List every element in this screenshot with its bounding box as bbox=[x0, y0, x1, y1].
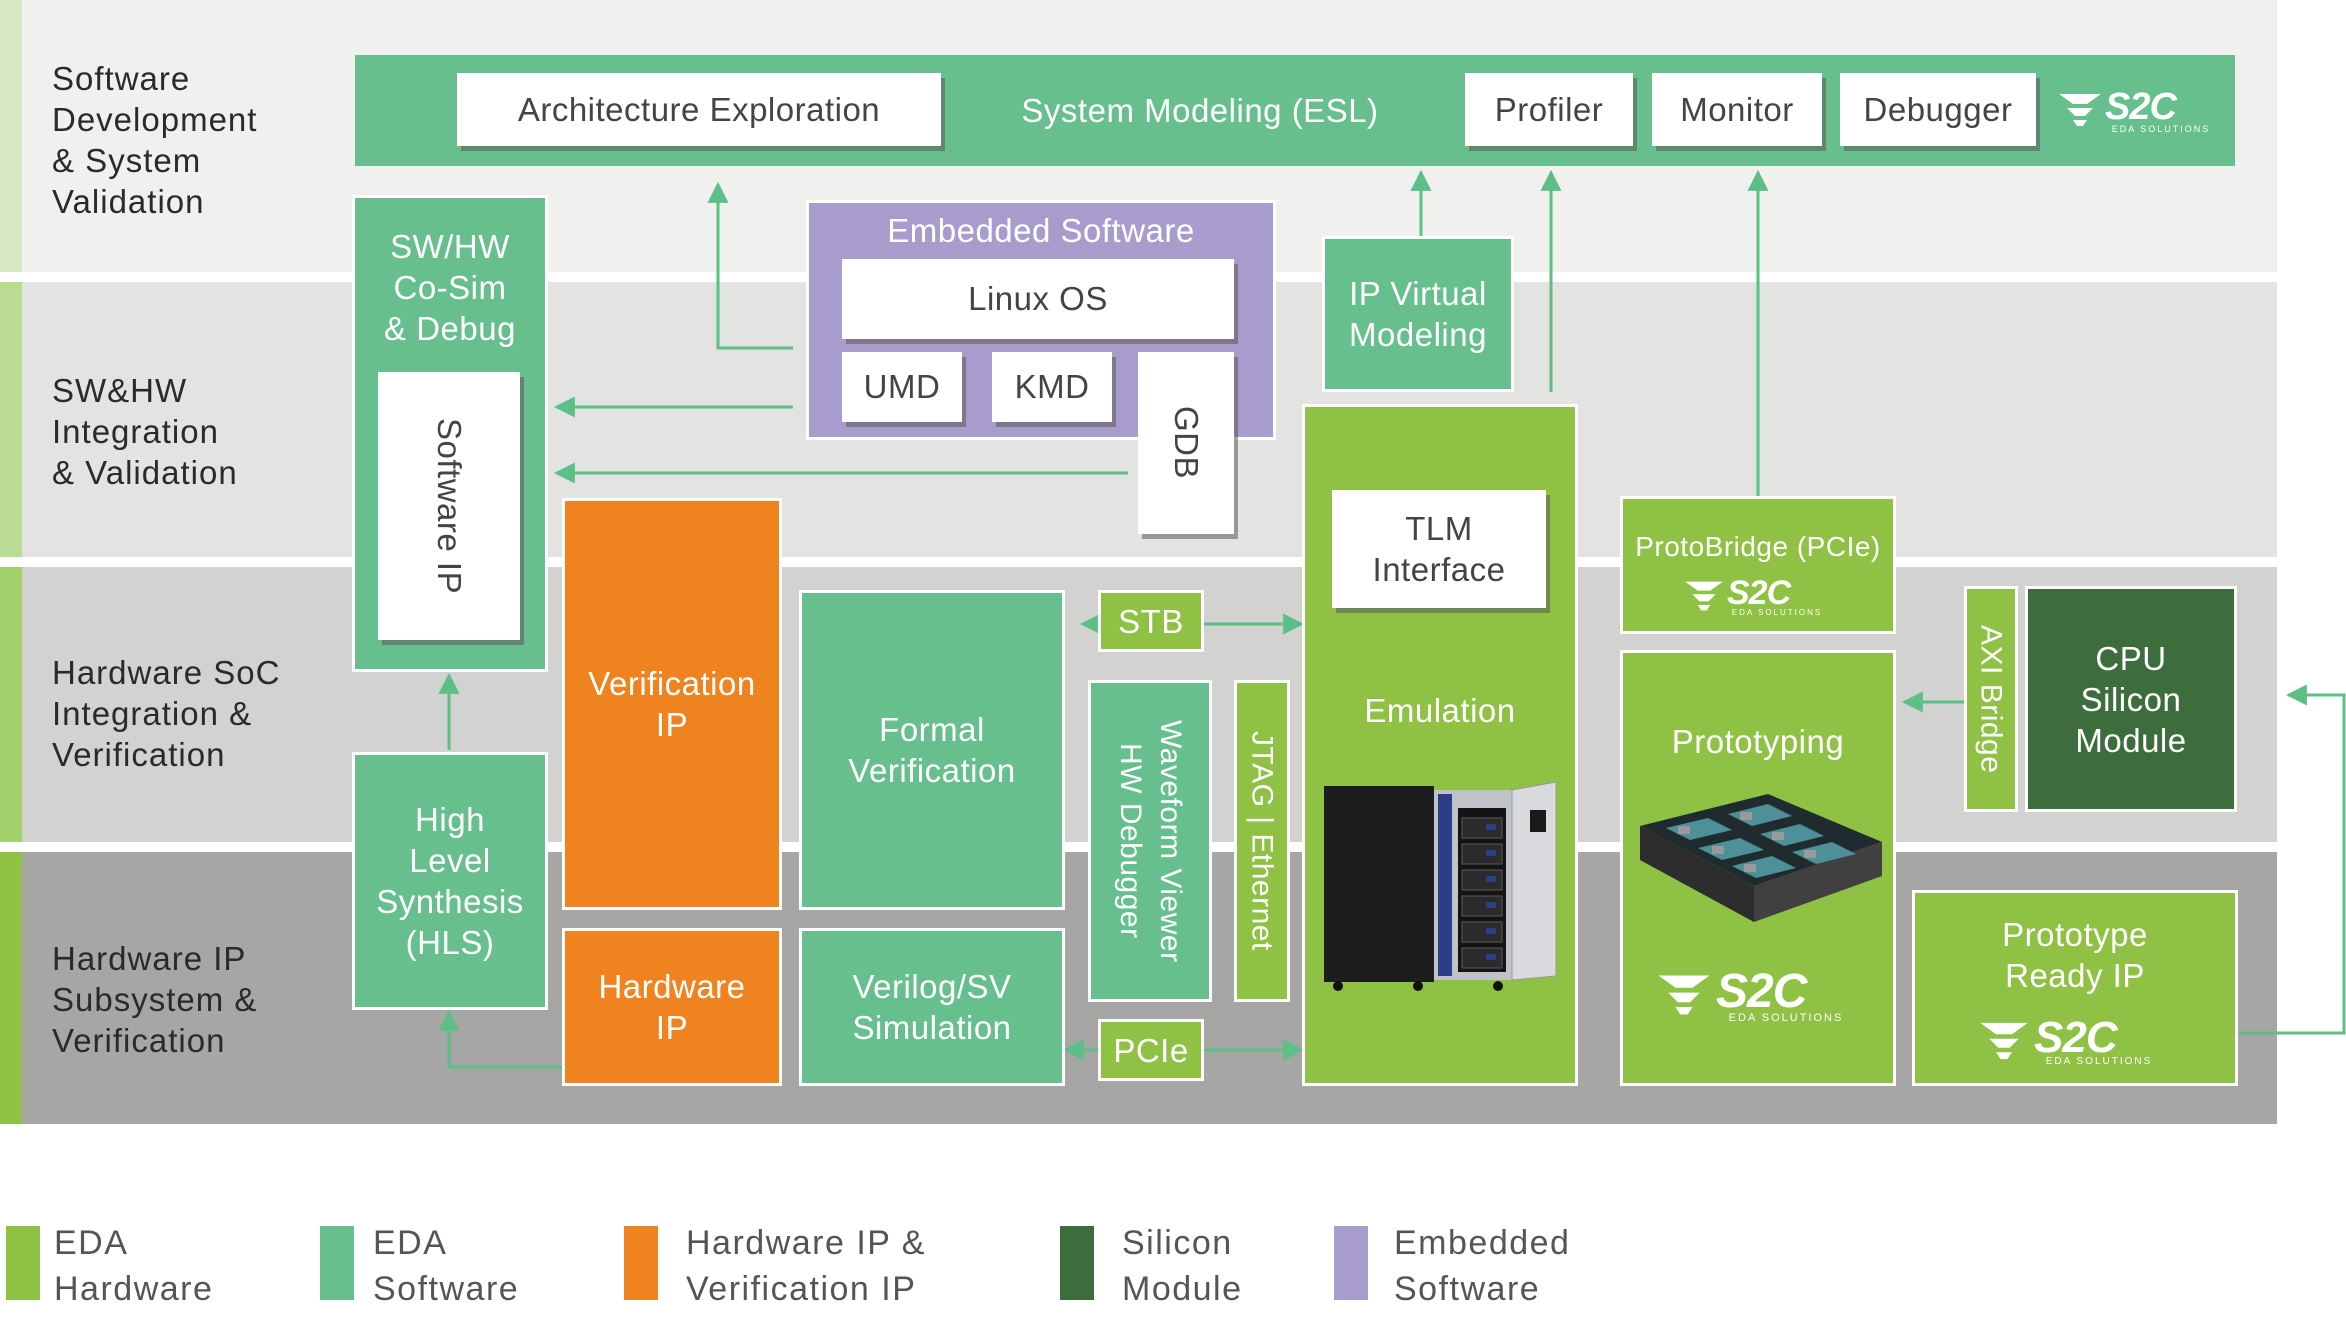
emulator-hardware-image bbox=[1324, 781, 1557, 991]
prototype-ready-ip-box bbox=[1912, 890, 2238, 1086]
band-label-hardware-soc: Hardware SoC Integration & Verification bbox=[52, 654, 281, 773]
legend-label-embedded-software: Embedded Software bbox=[1394, 1224, 1571, 1308]
s2c-logo-tagline: EDA SOLUTIONS bbox=[1728, 1012, 1844, 1024]
legend-swatch-embedded-software bbox=[1334, 1226, 1368, 1300]
arrow-embedded-to-architecture bbox=[707, 181, 793, 350]
s2c-logo-mark bbox=[2059, 94, 2101, 126]
prototype-ready-ip-label: Prototype Ready IP bbox=[2002, 916, 2148, 994]
prototyping-label: Prototyping bbox=[1671, 722, 1845, 760]
band-accent bbox=[0, 567, 22, 842]
stb-box: STB bbox=[1098, 590, 1204, 652]
profiler-box[interactable]: Profiler bbox=[1465, 73, 1633, 146]
software-ip-box[interactable]: Software IP bbox=[378, 372, 520, 640]
band-label-hardware-ip: Hardware IP Subsystem & Verification bbox=[52, 940, 258, 1059]
legend-swatch-silicon-module bbox=[1060, 1226, 1094, 1300]
legend-swatch-eda-hardware bbox=[6, 1226, 40, 1300]
protobridge-box bbox=[1620, 496, 1896, 634]
ip-virtual-modeling-box: IP Virtual Modeling bbox=[1322, 236, 1514, 392]
hardware-ip-box: Hardware IP bbox=[562, 928, 782, 1086]
s2c-logo: S2C EDA SOLUTIONS bbox=[1656, 968, 1866, 1026]
s2c-logo-mark bbox=[1658, 975, 1710, 1015]
pcie-box: PCIe bbox=[1098, 1019, 1204, 1081]
s2c-logo-tagline: EDA SOLUTIONS bbox=[2111, 124, 2211, 134]
legend-label-eda-software: EDA Software bbox=[373, 1224, 520, 1308]
s2c-logo-text: S2C bbox=[1716, 965, 1807, 1018]
s2c-logo: S2C EDA SOLUTIONS bbox=[1683, 576, 1833, 620]
s2c-logo-text: S2C bbox=[2034, 1013, 2118, 1062]
band-accent bbox=[0, 282, 22, 557]
legend-label-eda-hardware: EDA Hardware bbox=[54, 1224, 214, 1308]
tlm-interface-label: TLM Interface bbox=[1372, 510, 1506, 588]
s2c-logo-tagline: EDA SOLUTIONS bbox=[1731, 608, 1823, 617]
cpu-silicon-module-box: CPU Silicon Module bbox=[2025, 586, 2237, 812]
arrow-hardware-ip-to-hls bbox=[438, 1009, 563, 1069]
kmd-box[interactable]: KMD bbox=[992, 352, 1112, 422]
jtag-ethernet-box: JTAG | Ethernet bbox=[1234, 680, 1290, 1002]
axi-bridge-box: AXI Bridge bbox=[1964, 586, 2018, 812]
formal-verification-box: Formal Verification bbox=[799, 590, 1065, 910]
gdb-box[interactable]: GDB bbox=[1138, 352, 1234, 534]
s2c-logo: S2C EDA SOLUTIONS bbox=[2057, 88, 2217, 136]
debugger-box[interactable]: Debugger bbox=[1840, 73, 2036, 146]
legend-label-silicon-module: Silicon Module bbox=[1122, 1224, 1243, 1308]
sw-hw-cosim-title: SW/HW Co-Sim & Debug bbox=[384, 228, 516, 347]
system-modeling-label: System Modeling (ESL) bbox=[1021, 91, 1379, 129]
legend-label-hardware-ip: Hardware IP & Verification IP bbox=[686, 1224, 926, 1308]
band-accent bbox=[0, 852, 22, 1124]
arrow-prototype-ready-to-cpu bbox=[2239, 684, 2346, 1035]
monitor-box[interactable]: Monitor bbox=[1652, 73, 1822, 146]
legend-swatch-eda-software bbox=[320, 1226, 354, 1300]
band-label-software-development: Software Development & System Validation bbox=[52, 60, 258, 220]
prototyping-board-image bbox=[1640, 794, 1882, 922]
band-label-sw-hw-integration: SW&HW Integration & Validation bbox=[52, 372, 238, 491]
linux-os-box[interactable]: Linux OS bbox=[842, 259, 1234, 339]
legend-swatch-hardware-ip bbox=[624, 1226, 658, 1300]
verification-ip-box: Verification IP bbox=[562, 498, 782, 910]
protobridge-label: ProtoBridge (PCIe) bbox=[1635, 530, 1881, 562]
s2c-logo-mark bbox=[1980, 1022, 2028, 1060]
emulation-label: Emulation bbox=[1364, 691, 1516, 729]
s2c-logo-tagline: EDA SOLUTIONS bbox=[2045, 1056, 2153, 1067]
waveform-viewer-box: Waveform Viewer HW Debugger bbox=[1088, 680, 1212, 1002]
embedded-software-title: Embedded Software bbox=[887, 211, 1195, 249]
s2c-logo-text: S2C bbox=[1727, 574, 1791, 612]
band-accent bbox=[0, 0, 22, 272]
s2c-logo-mark bbox=[1685, 581, 1723, 611]
architecture-exploration-box[interactable]: Architecture Exploration bbox=[457, 73, 941, 146]
verilog-simulation-box: Verilog/SV Simulation bbox=[799, 928, 1065, 1086]
tlm-interface-box[interactable]: TLM Interface bbox=[1332, 490, 1546, 608]
s2c-logo-text: S2C bbox=[2105, 86, 2177, 128]
umd-box[interactable]: UMD bbox=[842, 352, 962, 422]
s2c-logo: S2C EDA SOLUTIONS bbox=[1978, 1016, 2178, 1070]
hls-box: High Level Synthesis (HLS) bbox=[352, 752, 548, 1010]
